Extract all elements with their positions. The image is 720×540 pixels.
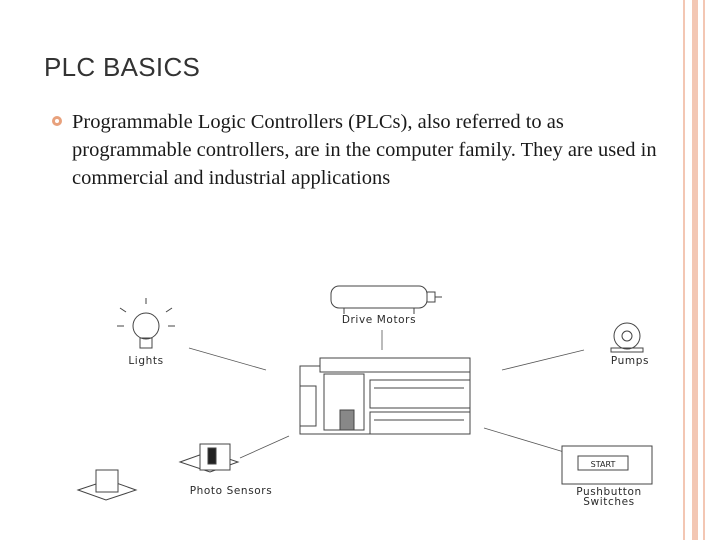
label-pushbutton: Pushbutton xyxy=(576,486,642,498)
right-border-line-2 xyxy=(692,0,698,540)
right-border-line-1 xyxy=(683,0,685,540)
label-drive-motors: Drive Motors xyxy=(342,314,416,326)
plc-unit-icon xyxy=(299,357,471,435)
right-border-line-3 xyxy=(703,0,705,540)
line-photo-sensors xyxy=(239,435,290,459)
bullet-list: Programmable Logic Controllers (PLCs), a… xyxy=(50,108,660,192)
drive-motor-icon xyxy=(330,285,442,314)
plc-diagram: Drive Motors Lights Pumps xyxy=(76,285,653,508)
line-pushbutton xyxy=(483,427,565,453)
gear-bullet-icon xyxy=(52,116,62,126)
connection-lines xyxy=(188,330,585,459)
bullet-text: Programmable Logic Controllers (PLCs), a… xyxy=(72,111,657,189)
label-photo-sensors: Photo Sensors xyxy=(190,485,273,497)
photo-sensor-icon-2 xyxy=(178,443,240,473)
pump-icon xyxy=(610,322,644,353)
photo-sensor-icon-1 xyxy=(76,469,138,501)
label-switches: Switches xyxy=(583,496,634,508)
light-bulb-icon xyxy=(117,298,175,349)
label-lights: Lights xyxy=(128,355,163,367)
label-pumps: Pumps xyxy=(611,355,649,367)
line-pumps xyxy=(501,349,585,371)
line-lights xyxy=(188,347,267,371)
slide-title: PLC BASICS xyxy=(44,52,201,82)
pushbutton-switch-icon xyxy=(561,445,653,485)
start-button-label: START xyxy=(591,460,616,469)
bullet-item: Programmable Logic Controllers (PLCs), a… xyxy=(50,108,660,192)
